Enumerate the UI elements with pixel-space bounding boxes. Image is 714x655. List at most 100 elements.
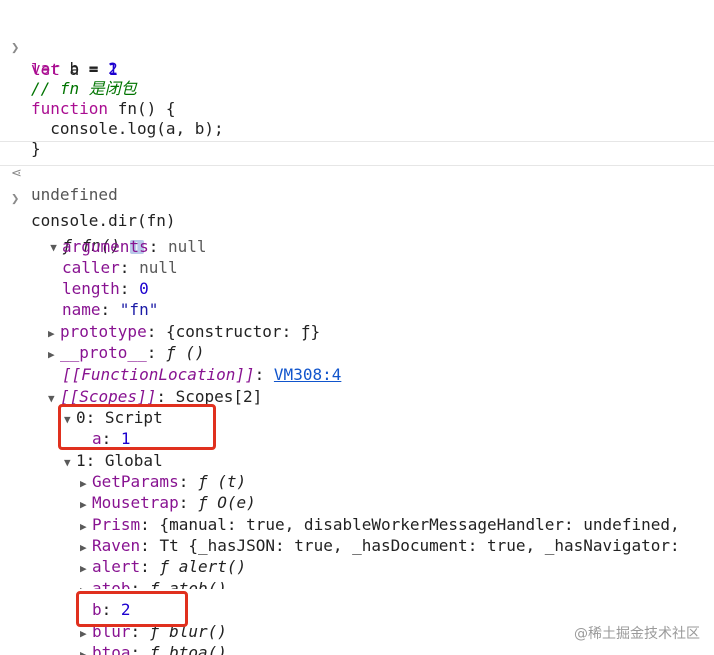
output-value: undefined [31, 185, 118, 204]
expand-triangle-icon[interactable]: ▶ [48, 348, 55, 361]
return-arrow-icon: ⋖ [11, 166, 22, 181]
property-value: ƒ alert() [159, 557, 247, 576]
tree-row-raven[interactable]: ▶Raven: Tt {_hasJSON: true, _hasDocument… [80, 535, 689, 556]
tree-row-mousetrap[interactable]: ▶Mousetrap: ƒ O(e) [80, 492, 256, 513]
highlight-box-global-b [76, 591, 188, 627]
expand-triangle-icon[interactable]: ▶ [48, 327, 55, 340]
property-value: Tt {_hasJSON: true, _hasDocument: true, … [159, 536, 690, 555]
tree-row-prism[interactable]: ▶Prism: {manual: true, disableWorkerMess… [80, 514, 680, 535]
console-input-1: ❯ let a = 1 [0, 17, 118, 79]
tree-row-scopes[interactable]: ▼[[Scopes]]: Scopes[2] [48, 386, 262, 407]
property-key: __proto__ [60, 343, 147, 362]
code-line-6: } [0, 117, 41, 158]
tree-row-function-location: [[FunctionLocation]]: VM308:4 [62, 365, 342, 384]
expand-triangle-icon[interactable]: ▼ [64, 413, 71, 426]
expand-triangle-icon[interactable]: ▶ [80, 498, 87, 511]
tree-row-btoa[interactable]: ▶btoa: ƒ btoa() [80, 642, 227, 655]
divider [0, 141, 714, 142]
function-label: fn() [81, 236, 121, 255]
expand-triangle-icon[interactable]: ▼ [64, 456, 71, 469]
tree-row-atob[interactable]: ▶atob: ƒ atob() [80, 578, 227, 589]
expand-triangle-icon[interactable]: ▼ [48, 392, 55, 405]
property-value: null [139, 258, 178, 277]
tree-row-a: a: 1 [92, 429, 131, 448]
property-key: caller [62, 258, 120, 277]
tree-row-scope-global[interactable]: ▼ 1: Global [64, 450, 163, 471]
prompt-chevron-icon: ❯ [11, 191, 20, 207]
property-key: b [92, 600, 102, 619]
code-text: } [31, 139, 41, 158]
number: 2 [108, 59, 118, 78]
code-line-4: function fn() { [0, 77, 176, 118]
property-key: GetParams [92, 472, 179, 491]
property-value: ƒ (t) [197, 472, 247, 491]
property-key: Mousetrap [92, 493, 179, 512]
property-value: 1 [120, 429, 131, 448]
tree-row-getparams[interactable]: ▶GetParams: ƒ (t) [80, 471, 246, 492]
property-value: ƒ () [165, 343, 205, 362]
property-key: name [62, 300, 101, 319]
property-key: [[Scopes]] [60, 387, 157, 406]
property-value: 0 [139, 279, 149, 298]
expand-triangle-icon[interactable]: ▶ [80, 477, 87, 490]
tree-root-fn[interactable]: ▼ ƒ fn() i [31, 214, 144, 255]
console-output-1: ⋖ undefined [0, 142, 118, 204]
number: 1 [108, 60, 118, 79]
tree-row-name: name: "fn" [62, 300, 159, 319]
tree-row-prototype[interactable]: ▶prototype: {constructor: ƒ} [48, 321, 320, 342]
code-text: b = [59, 59, 109, 78]
property-key: alert [92, 557, 141, 576]
property-value: null [167, 237, 207, 256]
function-prefix: ƒ [62, 236, 72, 255]
property-value: "fn" [119, 300, 159, 319]
property-key: btoa [92, 643, 131, 655]
info-icon[interactable]: i [129, 239, 144, 254]
keyword: var [31, 59, 60, 78]
keyword: function [31, 99, 109, 118]
tree-row-arguments: arguments: null [62, 237, 207, 256]
divider [0, 165, 714, 166]
code-line-3: // fn 是闭包 [0, 57, 137, 98]
console-input-2: ❯ console.dir(fn) [0, 168, 176, 230]
property-value: ƒ atob() [149, 579, 227, 589]
expand-triangle-icon[interactable]: ▶ [80, 520, 87, 533]
prompt-chevron-icon: ❯ [11, 40, 20, 56]
tree-row-caller: caller: null [62, 258, 178, 277]
expand-triangle-icon[interactable]: ▼ [50, 241, 57, 254]
tree-row-length: length: 0 [62, 279, 149, 298]
code-text: console.dir(fn) [31, 211, 176, 230]
property-value: ƒ O(e) [197, 493, 256, 512]
expand-triangle-icon[interactable]: ▶ [80, 562, 87, 575]
tree-row-scope-script[interactable]: ▼ 0: Script [64, 407, 163, 428]
code-line-2: var b = 2 [0, 37, 118, 78]
property-key: prototype [60, 322, 147, 341]
scope-label: 0: Script [76, 408, 163, 427]
code-text: console.log(a, b); [31, 119, 224, 138]
property-value: ƒ btoa() [149, 643, 227, 655]
tree-row-proto[interactable]: ▶__proto__: ƒ () [48, 342, 205, 363]
tree-row-b: b: 2 [92, 600, 131, 619]
tree-row-alert[interactable]: ▶alert: ƒ alert() [80, 556, 246, 577]
property-value: 2 [120, 600, 131, 619]
source-link[interactable]: VM308:4 [273, 365, 342, 384]
property-value: Scopes[2] [175, 387, 263, 406]
property-key: arguments [62, 237, 149, 256]
highlight-box-script-scope [58, 404, 216, 450]
property-value: {manual: true, disableWorkerMessageHandl… [159, 515, 680, 534]
property-key: a [92, 429, 102, 448]
expand-triangle-icon[interactable]: ▶ [80, 627, 87, 640]
property-key: [[FunctionLocation]] [62, 365, 255, 384]
property-key: length [62, 279, 120, 298]
code-line-5: console.log(a, b); [0, 97, 223, 138]
keyword: let [31, 60, 60, 79]
code-text: a = [59, 60, 109, 79]
property-key: Raven [92, 536, 141, 555]
property-value: {constructor: ƒ} [165, 322, 321, 341]
code-comment: // fn 是闭包 [31, 79, 137, 98]
scope-label: 1: Global [76, 451, 163, 470]
expand-triangle-icon[interactable]: ▶ [80, 648, 87, 655]
property-key: Prism [92, 515, 141, 534]
expand-triangle-icon[interactable]: ▶ [80, 541, 87, 554]
watermark: @稀土掘金技术社区 [574, 626, 700, 642]
expand-triangle-icon[interactable]: ▶ [80, 580, 92, 589]
